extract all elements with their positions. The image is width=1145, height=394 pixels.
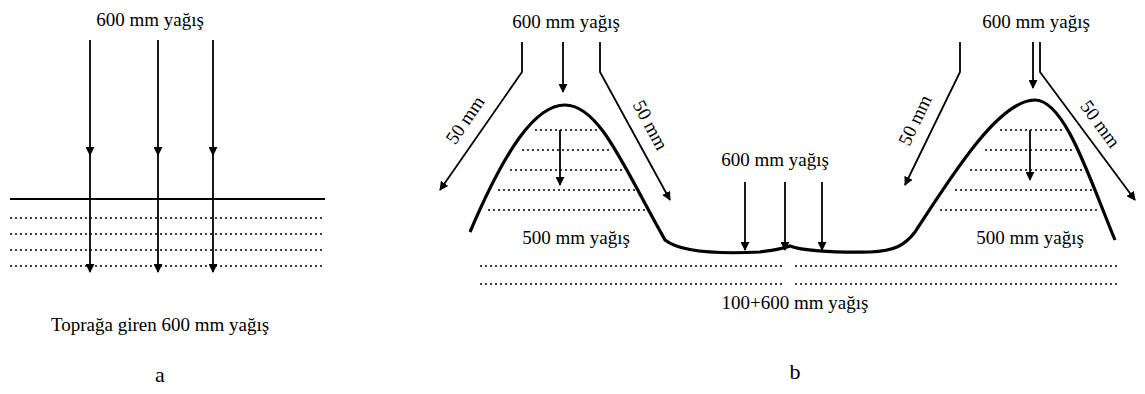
rain-amount: 600 mm yağış bbox=[721, 150, 829, 171]
panel-letter: b bbox=[790, 360, 801, 384]
rain-amount: 600 mm yağış bbox=[512, 12, 620, 33]
runoff-amount: 50 mm bbox=[1076, 96, 1124, 151]
infiltration-amount: 500 mm yağış bbox=[522, 228, 630, 249]
caption-note: Toprağa giren 600 mm yağış bbox=[51, 315, 269, 336]
infiltration-amount: 500 mm yağış bbox=[976, 228, 1084, 249]
rain-amount: 600 mm yağış bbox=[96, 10, 204, 31]
runoff-amount: 50 mm bbox=[442, 92, 489, 148]
panel-letter: a bbox=[155, 363, 165, 387]
accumulated-amount: 100+600 mm yağış bbox=[722, 293, 869, 314]
runoff-amount: 50 mm bbox=[628, 97, 672, 154]
runoff-amount: 50 mm bbox=[895, 91, 937, 148]
rain-amount: 600 mm yağış bbox=[982, 12, 1090, 33]
